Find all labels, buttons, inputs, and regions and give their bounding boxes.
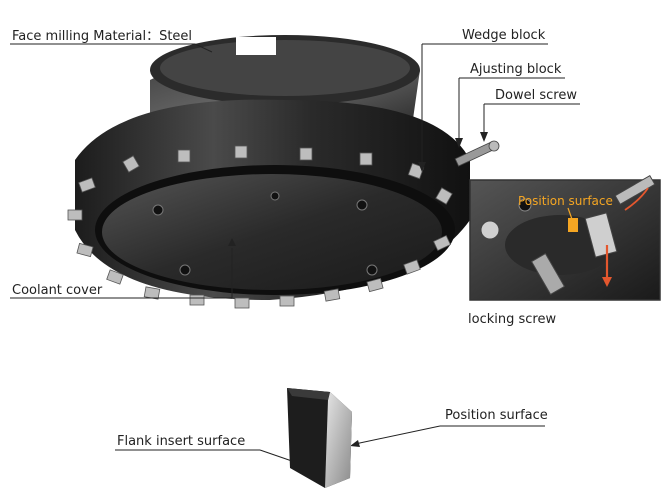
label-face-milling: Face milling Material：Steel bbox=[12, 29, 193, 44]
leader-lines bbox=[10, 43, 580, 471]
insert-closeup bbox=[287, 388, 352, 488]
label-position-surface-inset: Position surface bbox=[518, 194, 613, 208]
detail-inset bbox=[469, 174, 661, 301]
label-locking-screw: locking screw bbox=[468, 312, 557, 327]
label-wedge-block: Wedge block bbox=[462, 28, 546, 43]
cutter-body bbox=[75, 35, 470, 301]
inset-leader bbox=[567, 207, 574, 223]
insert-ring bbox=[67, 145, 453, 309]
label-dowel-screw: Dowel screw bbox=[495, 88, 577, 103]
label-adjusting-block: Ajusting block bbox=[470, 62, 562, 77]
adjusting-assembly bbox=[454, 140, 500, 167]
label-position-surface: Position surface bbox=[445, 408, 548, 423]
label-flank-insert-surface: Flank insert surface bbox=[117, 434, 246, 449]
label-coolant-cover: Coolant cover bbox=[12, 283, 103, 298]
